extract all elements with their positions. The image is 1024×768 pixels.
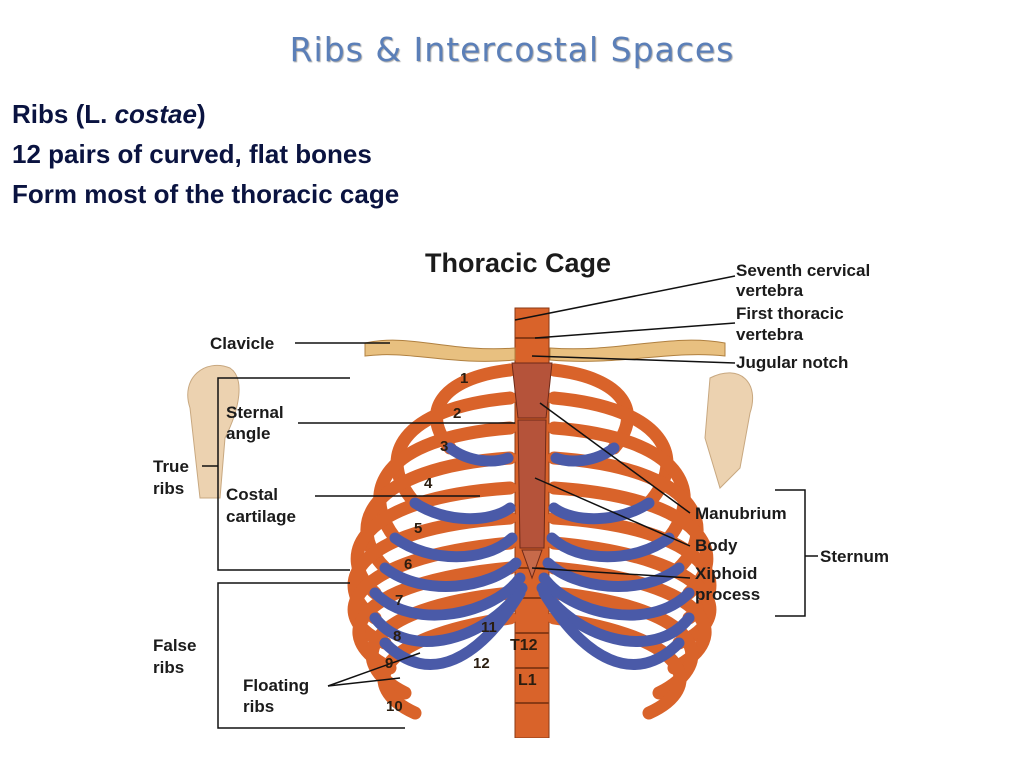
vertebra-label-t12: T12 bbox=[510, 637, 538, 654]
label-sternum: Sternum bbox=[820, 547, 889, 566]
rib-number-4: 4 bbox=[424, 475, 433, 492]
label-seventh-cervical-line1: Seventh cervical bbox=[736, 261, 870, 280]
rib-number-6: 6 bbox=[404, 556, 412, 573]
bullet-line-1: Ribs (L. costae) bbox=[12, 94, 399, 134]
bullet-line-1-suffix: ) bbox=[196, 99, 206, 129]
rib-number-12: 12 bbox=[473, 655, 490, 672]
rib-number-1: 1 bbox=[460, 370, 468, 387]
label-floating-ribs-line1: Floating bbox=[243, 676, 309, 695]
right-humerus bbox=[704, 372, 754, 489]
label-manubrium: Manubrium bbox=[695, 504, 787, 523]
rib-number-7: 7 bbox=[395, 592, 403, 609]
label-body: Body bbox=[695, 536, 738, 555]
vertebra-label-l1: L1 bbox=[518, 672, 537, 689]
label-true-ribs-line2: ribs bbox=[153, 479, 184, 498]
bullet-list: Ribs (L. costae) 12 pairs of curved, fla… bbox=[12, 94, 399, 214]
label-costal-cartilage-line1: Costal bbox=[226, 485, 278, 504]
sternum-bone bbox=[511, 362, 553, 580]
label-sternal-angle-line1: Sternal bbox=[226, 403, 284, 422]
label-xiphoid-line2: process bbox=[695, 585, 760, 604]
rib-number-11: 11 bbox=[481, 619, 497, 636]
right-clavicle bbox=[549, 339, 726, 362]
leader-lines bbox=[295, 275, 736, 687]
slide-title: Ribs & Intercostal Spaces bbox=[289, 30, 735, 69]
label-jugular-notch: Jugular notch bbox=[736, 353, 848, 372]
rib-number-10: 10 bbox=[386, 698, 403, 715]
label-sternal-angle-line2: angle bbox=[226, 424, 270, 443]
label-xiphoid-line1: Xiphoid bbox=[695, 564, 757, 583]
rib-number-9: 9 bbox=[385, 655, 393, 672]
bullet-line-1-italic: costae bbox=[114, 99, 197, 129]
brackets bbox=[202, 377, 818, 729]
rib-number-3: 3 bbox=[440, 438, 448, 455]
left-clavicle bbox=[364, 339, 516, 362]
figure-title: Thoracic Cage bbox=[425, 248, 611, 278]
rib-number-2: 2 bbox=[453, 405, 461, 422]
bullet-line-1-prefix: Ribs (L. bbox=[12, 99, 115, 129]
label-clavicle: Clavicle bbox=[210, 334, 274, 353]
label-seventh-cervical-line2: vertebra bbox=[736, 281, 804, 300]
label-true-ribs-line1: True bbox=[153, 457, 189, 476]
label-first-thoracic-line1: First thoracic bbox=[736, 304, 844, 323]
label-false-ribs-line1: False bbox=[153, 636, 196, 655]
rib-number-8: 8 bbox=[393, 628, 401, 645]
label-floating-ribs-line2: ribs bbox=[243, 697, 274, 716]
thoracic-cage-illustration: Thoracic Cage Seventh cervical vertebra … bbox=[153, 248, 889, 738]
label-first-thoracic-line2: vertebra bbox=[736, 325, 804, 344]
bullet-line-3: Form most of the thoracic cage bbox=[12, 179, 400, 209]
rib-number-5: 5 bbox=[414, 520, 422, 537]
left-humerus bbox=[187, 364, 240, 499]
bullet-line-2: 12 pairs of curved, flat bones bbox=[12, 139, 372, 169]
label-costal-cartilage-line2: cartilage bbox=[226, 507, 296, 526]
label-false-ribs-line2: ribs bbox=[153, 658, 184, 677]
thoracic-cage-figure: Thoracic Cage Seventh cervical vertebra … bbox=[150, 238, 910, 738]
